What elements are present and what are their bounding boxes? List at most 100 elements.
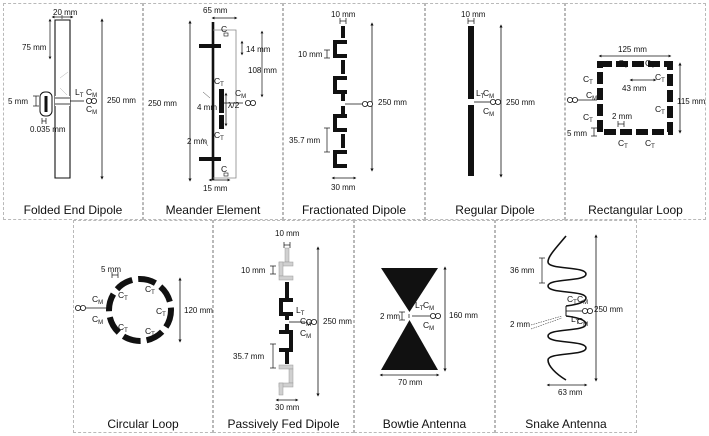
bowtie-antenna-drawing — [379, 266, 447, 377]
dim-35-7mm: 35.7 mm — [289, 136, 320, 145]
feed-port-icon — [361, 101, 374, 107]
tune-cap-label: CT — [145, 326, 155, 338]
dim-43mm: 43 mm — [622, 84, 647, 93]
dim-10mm-seg: 10 mm — [241, 266, 266, 275]
dim-35-7mm: 35.7 mm — [233, 352, 264, 361]
tune-cap-label: CT — [145, 284, 155, 296]
top-cap-label: C — [221, 24, 227, 34]
dim-70mm: 70 mm — [398, 378, 423, 387]
panel-circular-loop: Circular Loop — [73, 220, 213, 433]
caption-passively-fed-dipole: Passively Fed Dipole — [227, 417, 340, 431]
match-cap-label-2: CM — [483, 106, 494, 118]
folded-end-dipole-drawing — [33, 15, 104, 180]
feed-port-icon — [244, 100, 257, 106]
tune-cap-label-a: CT — [214, 76, 224, 88]
dim-2mm: 2 mm — [187, 137, 207, 146]
tune-cap-label: CT — [645, 138, 655, 150]
dim-250mm: 250 mm — [594, 305, 623, 314]
match-cap-label: CM — [586, 90, 597, 102]
dim-5mm: 5 mm — [567, 129, 587, 138]
dim-2mm: 2 mm — [510, 320, 530, 329]
tune-cap-label: CT — [583, 112, 593, 124]
circular-loop-drawing — [86, 272, 182, 344]
inductor-label: LT — [415, 300, 424, 312]
panel-passively-fed-dipole: Passively Fed Dipole — [213, 220, 354, 433]
feed-port-icon — [567, 97, 578, 103]
rectangular-loop-drawing — [576, 54, 682, 137]
dim-14mm: 14 mm — [246, 45, 271, 54]
panel-snake-antenna: Snake Antenna — [495, 220, 637, 433]
dim-0-035mm: 0.035 mm — [30, 125, 66, 134]
tune-cap-label: CT — [655, 104, 665, 116]
dim-160mm: 160 mm — [449, 311, 478, 320]
dim-30mm: 30 mm — [331, 183, 356, 192]
match-cap-label: CM — [92, 294, 103, 306]
panel-regular-dipole: Regular Dipole — [425, 3, 565, 220]
dim-2mm: 2 mm — [380, 312, 400, 321]
half-wave-label: λ/2 — [228, 100, 240, 110]
dim-63mm: 63 mm — [558, 388, 583, 397]
dim-2mm: 2 mm — [612, 112, 632, 121]
match-cap-label: CM — [86, 87, 97, 99]
dim-30mm: 30 mm — [275, 403, 300, 412]
snake-antenna-drawing — [530, 234, 598, 387]
dim-10mm-top: 10 mm — [331, 10, 356, 19]
dim-250mm: 250 mm — [107, 96, 136, 105]
panel-meander-element: Meander Element — [143, 3, 283, 220]
dim-75mm: 75 mm — [22, 43, 47, 52]
dim-15mm: 15 mm — [203, 184, 228, 193]
caption-meander-element: Meander Element — [165, 203, 261, 217]
caption-folded-end-dipole: Folded End Dipole — [23, 203, 123, 217]
dim-250mm: 250 mm — [148, 99, 177, 108]
match-cap-label-2: CM — [577, 316, 588, 328]
inductor-label: LT — [296, 305, 305, 317]
dim-125mm: 125 mm — [618, 45, 647, 54]
dim-4mm: 4 mm — [197, 103, 217, 112]
caption-regular-dipole: Regular Dipole — [455, 203, 535, 217]
tune-cap-label: CT — [655, 72, 665, 84]
tune-cap-label: CT — [156, 306, 166, 318]
dim-10mm-top: 10 mm — [275, 229, 300, 238]
fractionated-dipole-drawing — [324, 18, 374, 180]
match-cap-label: CM — [577, 294, 588, 306]
dim-5mm: 5 mm — [8, 97, 28, 106]
tune-cap-label-b: CT — [214, 130, 224, 142]
tune-cap-label: CT — [567, 294, 577, 306]
dim-36mm: 36 mm — [510, 266, 535, 275]
dim-65mm: 65 mm — [203, 6, 228, 15]
bottom-cap-label: C — [221, 164, 227, 174]
dim-120mm: 120 mm — [184, 306, 213, 315]
dim-250mm: 250 mm — [506, 98, 535, 107]
tune-cap-label: CT — [618, 58, 628, 70]
match-cap-label-2: CM — [423, 320, 434, 332]
caption-rectangular-loop: Rectangular Loop — [588, 203, 683, 217]
caption-snake-antenna: Snake Antenna — [525, 417, 607, 431]
dim-115mm: 115 mm — [677, 97, 706, 106]
feed-port-icon — [582, 307, 593, 315]
match-cap-label: CM — [300, 316, 311, 328]
dim-5mm: 5 mm — [101, 265, 121, 274]
match-cap-label: CM — [483, 88, 494, 100]
match-cap-label-2: CM — [86, 104, 97, 116]
dim-20mm: 20 mm — [53, 8, 78, 17]
dim-250mm: 250 mm — [323, 317, 352, 326]
inductor-label: LT — [571, 314, 580, 326]
feed-port-icon — [429, 312, 442, 320]
panel-folded-end-dipole: Folded End Dipole — [3, 3, 143, 220]
tune-cap-label: CT — [118, 290, 128, 302]
dim-10mm-seg: 10 mm — [298, 50, 323, 59]
dim-10mm: 10 mm — [461, 10, 486, 19]
regular-dipole-drawing — [467, 18, 503, 178]
match-cap-label: CM — [235, 88, 246, 100]
match-cap-label: CM — [423, 300, 434, 312]
tune-cap-label: CT — [583, 74, 593, 86]
tune-cap-label: CT — [618, 138, 628, 150]
inductor-label: LT — [75, 87, 84, 99]
panel-rectangular-loop: Rectangular Loop — [565, 3, 706, 220]
panel-fractionated-dipole: Fractionated Dipole — [283, 3, 425, 220]
feed-port-icon — [489, 99, 502, 105]
caption-bowtie-antenna: Bowtie Antenna — [382, 417, 467, 431]
caption-fractionated-dipole: Fractionated Dipole — [301, 203, 407, 217]
passively-fed-dipole-drawing — [270, 242, 320, 402]
